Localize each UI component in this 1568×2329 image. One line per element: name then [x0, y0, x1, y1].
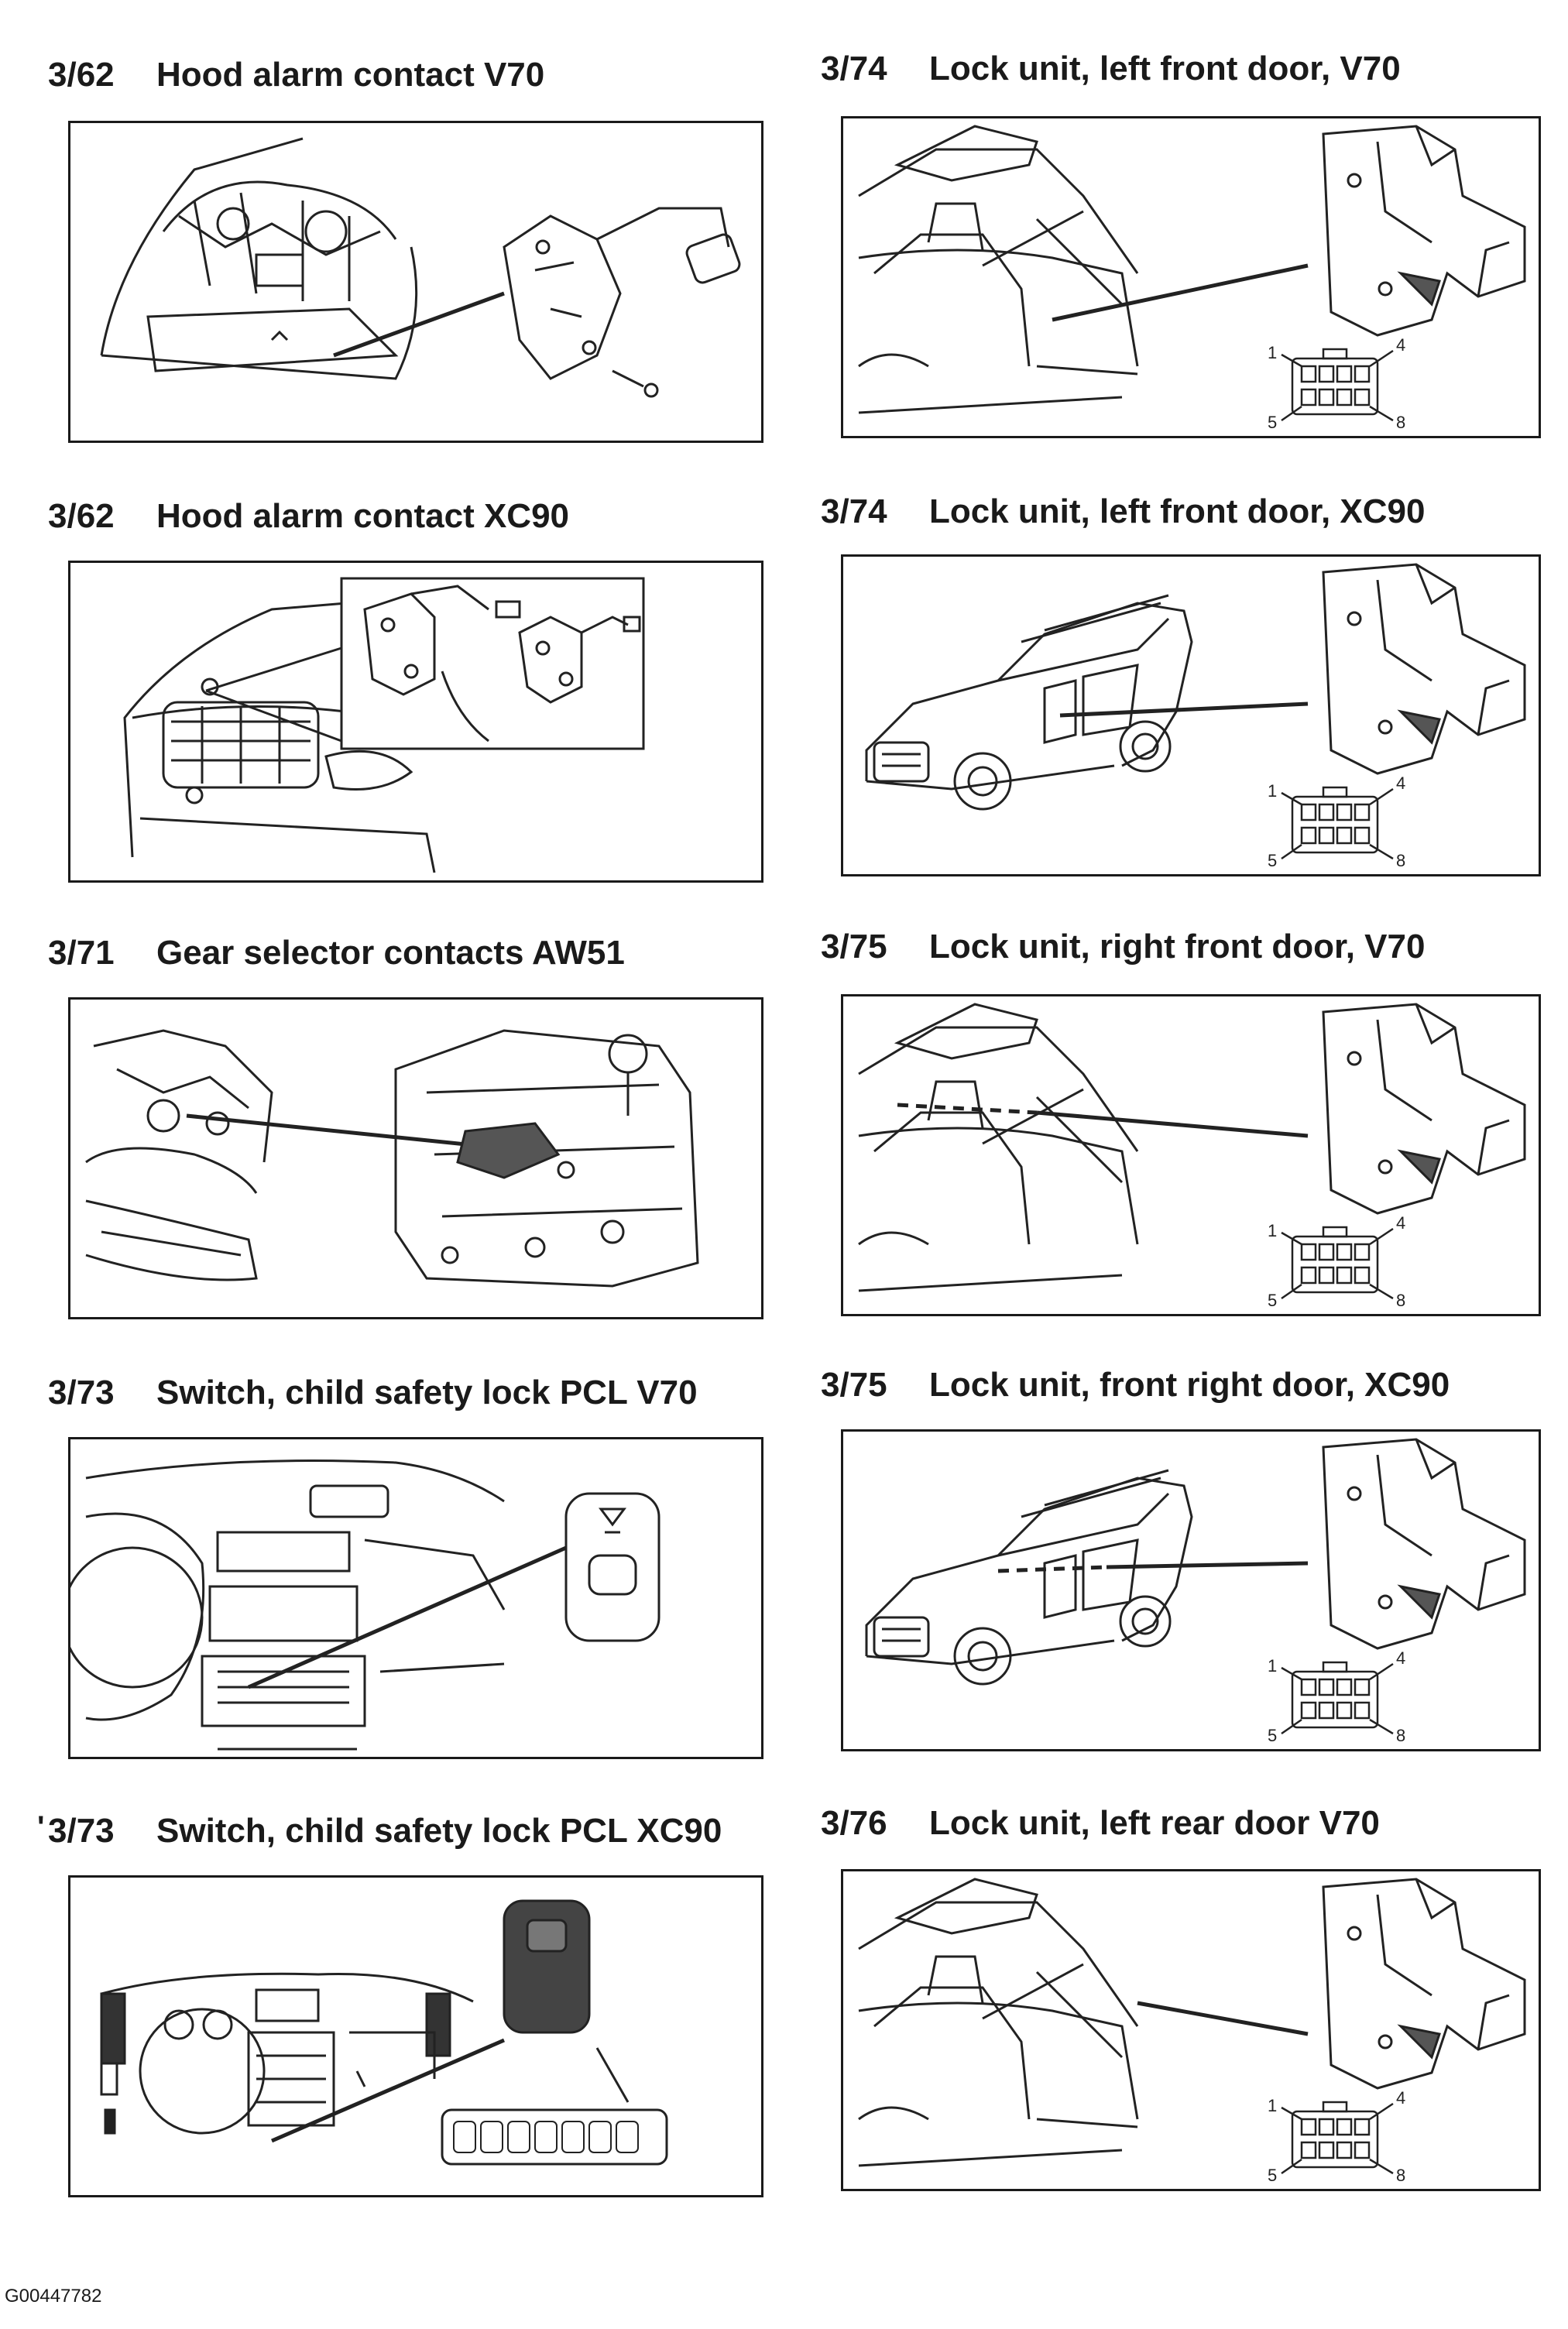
pin-label: 8	[1396, 1726, 1405, 1745]
lock-unit-module	[1322, 1003, 1526, 1215]
pin-label: 1	[1268, 781, 1277, 801]
panel-number: 3/74	[821, 492, 887, 530]
panel-number: 3/62	[48, 497, 115, 535]
panel-title-pcl-v70: 3/73 Switch, child safety lock PCL V70	[48, 1374, 698, 1412]
hood-alarm-xc90-illustration	[123, 577, 645, 873]
diagram-lock-rf-v70: 1 4 5 8	[841, 994, 1541, 1316]
pin-label: 8	[1396, 851, 1405, 870]
pin-label: 5	[1268, 1726, 1277, 1745]
pcl-v70-illustration	[70, 1459, 660, 1751]
diagram-pcl-v70	[68, 1437, 763, 1759]
panel-label: Switch, child safety lock PCL XC90	[156, 1812, 722, 1850]
diagram-lock-lr-v70: 1 4 5 8	[841, 1869, 1541, 2191]
pin-label: 8	[1396, 2166, 1405, 2185]
pin-label: 4	[1396, 335, 1405, 355]
panel-label: Lock unit, left front door, XC90	[929, 492, 1426, 530]
panel-title-pcl-xc90: 3/73 Switch, child safety lock PCL XC90	[48, 1812, 722, 1851]
panel-label: Lock unit, right front door, V70	[929, 928, 1426, 966]
panel-label: Switch, child safety lock PCL V70	[156, 1374, 698, 1411]
pin-label: 1	[1268, 2096, 1277, 2115]
panel-title-gear-selector-aw51: 3/71 Gear selector contacts AW51	[48, 934, 625, 972]
diagram-lock-rf-xc90: 1 4 5 8	[841, 1429, 1541, 1751]
diagram-lock-lf-xc90: 1 4 5 8	[841, 554, 1541, 876]
panel-label: Hood alarm contact V70	[156, 56, 545, 94]
lock-unit-module	[1322, 563, 1526, 775]
pcl-xc90-illustration	[100, 1899, 668, 2166]
connector-pinout	[1281, 2101, 1394, 2175]
lock-rf-v70-illustration: 1 4 5 8	[858, 1003, 1526, 1310]
pin-label: 8	[1396, 413, 1405, 432]
panel-number: 3/71	[48, 934, 115, 972]
lock-lf-v70-illustration: 1 4 5 8	[858, 125, 1526, 432]
lock-lr-v70-illustration: 1 4 5 8	[858, 1878, 1526, 2185]
pin-label: 1	[1268, 343, 1277, 362]
pin-label: 1	[1268, 1221, 1277, 1240]
pin-label: 5	[1268, 1291, 1277, 1310]
diagram-pcl-xc90	[68, 1875, 763, 2197]
diagram-hood-alarm-xc90	[68, 561, 763, 883]
panel-title-lock-lf-v70: 3/74 Lock unit, left front door, V70	[821, 50, 1401, 88]
connector-pinout	[1281, 786, 1394, 860]
panel-title-lock-lr-v70: 3/76 Lock unit, left rear door V70	[821, 1804, 1380, 1843]
lock-rf-xc90-illustration: 1 4 5 8	[865, 1438, 1526, 1745]
pin-label: 4	[1396, 773, 1405, 793]
panel-number: 3/73	[48, 1812, 115, 1850]
lock-unit-module	[1322, 125, 1526, 337]
connector-pinout	[1281, 1661, 1394, 1735]
pin-label: 5	[1268, 2166, 1277, 2185]
panel-title-lock-rf-v70: 3/75 Lock unit, right front door, V70	[821, 928, 1425, 966]
panel-title-lock-lf-xc90: 3/74 Lock unit, left front door, XC90	[821, 492, 1425, 531]
diagram-gear-selector-aw51	[68, 997, 763, 1319]
panel-title-hood-alarm-xc90: 3/62 Hood alarm contact XC90	[48, 497, 569, 536]
pin-label: 5	[1268, 413, 1277, 432]
stray-mark: '	[37, 1810, 45, 1844]
panel-number: 3/75	[821, 1366, 887, 1404]
diagram-lock-lf-v70: 1 4 5 8	[841, 116, 1541, 438]
panel-label: Lock unit, left rear door V70	[929, 1804, 1380, 1842]
lock-lf-xc90-illustration: 1 4 5 8	[865, 563, 1526, 870]
gear-selector-aw51-illustration	[85, 1029, 699, 1288]
panel-title-lock-rf-xc90: 3/75 Lock unit, front right door, XC90	[821, 1366, 1450, 1405]
hood-alarm-v70-illustration	[100, 137, 741, 398]
panel-title-hood-alarm-v70: 3/62 Hood alarm contact V70	[48, 56, 544, 94]
panel-number: 3/74	[821, 50, 887, 87]
panel-label: Hood alarm contact XC90	[156, 497, 570, 535]
pin-label: 5	[1268, 851, 1277, 870]
pin-label: 8	[1396, 1291, 1405, 1310]
figure-code: G00447782	[5, 2286, 102, 2307]
lock-unit-module	[1322, 1878, 1526, 2090]
connector-pinout	[1281, 348, 1394, 422]
pin-label: 4	[1396, 1648, 1405, 1668]
diagram-hood-alarm-v70	[68, 121, 763, 443]
panel-label: Lock unit, left front door, V70	[929, 50, 1401, 87]
pin-label: 4	[1396, 1213, 1405, 1233]
pin-label: 4	[1396, 2088, 1405, 2108]
connector-pinout	[1281, 1226, 1394, 1300]
lock-unit-module	[1322, 1438, 1526, 1650]
panel-label: Lock unit, front right door, XC90	[929, 1366, 1450, 1404]
pin-label: 1	[1268, 1656, 1277, 1676]
panel-number: 3/62	[48, 56, 115, 94]
panel-number: 3/76	[821, 1804, 887, 1842]
panel-number: 3/73	[48, 1374, 115, 1411]
panel-label: Gear selector contacts AW51	[156, 934, 625, 972]
panel-number: 3/75	[821, 928, 887, 966]
